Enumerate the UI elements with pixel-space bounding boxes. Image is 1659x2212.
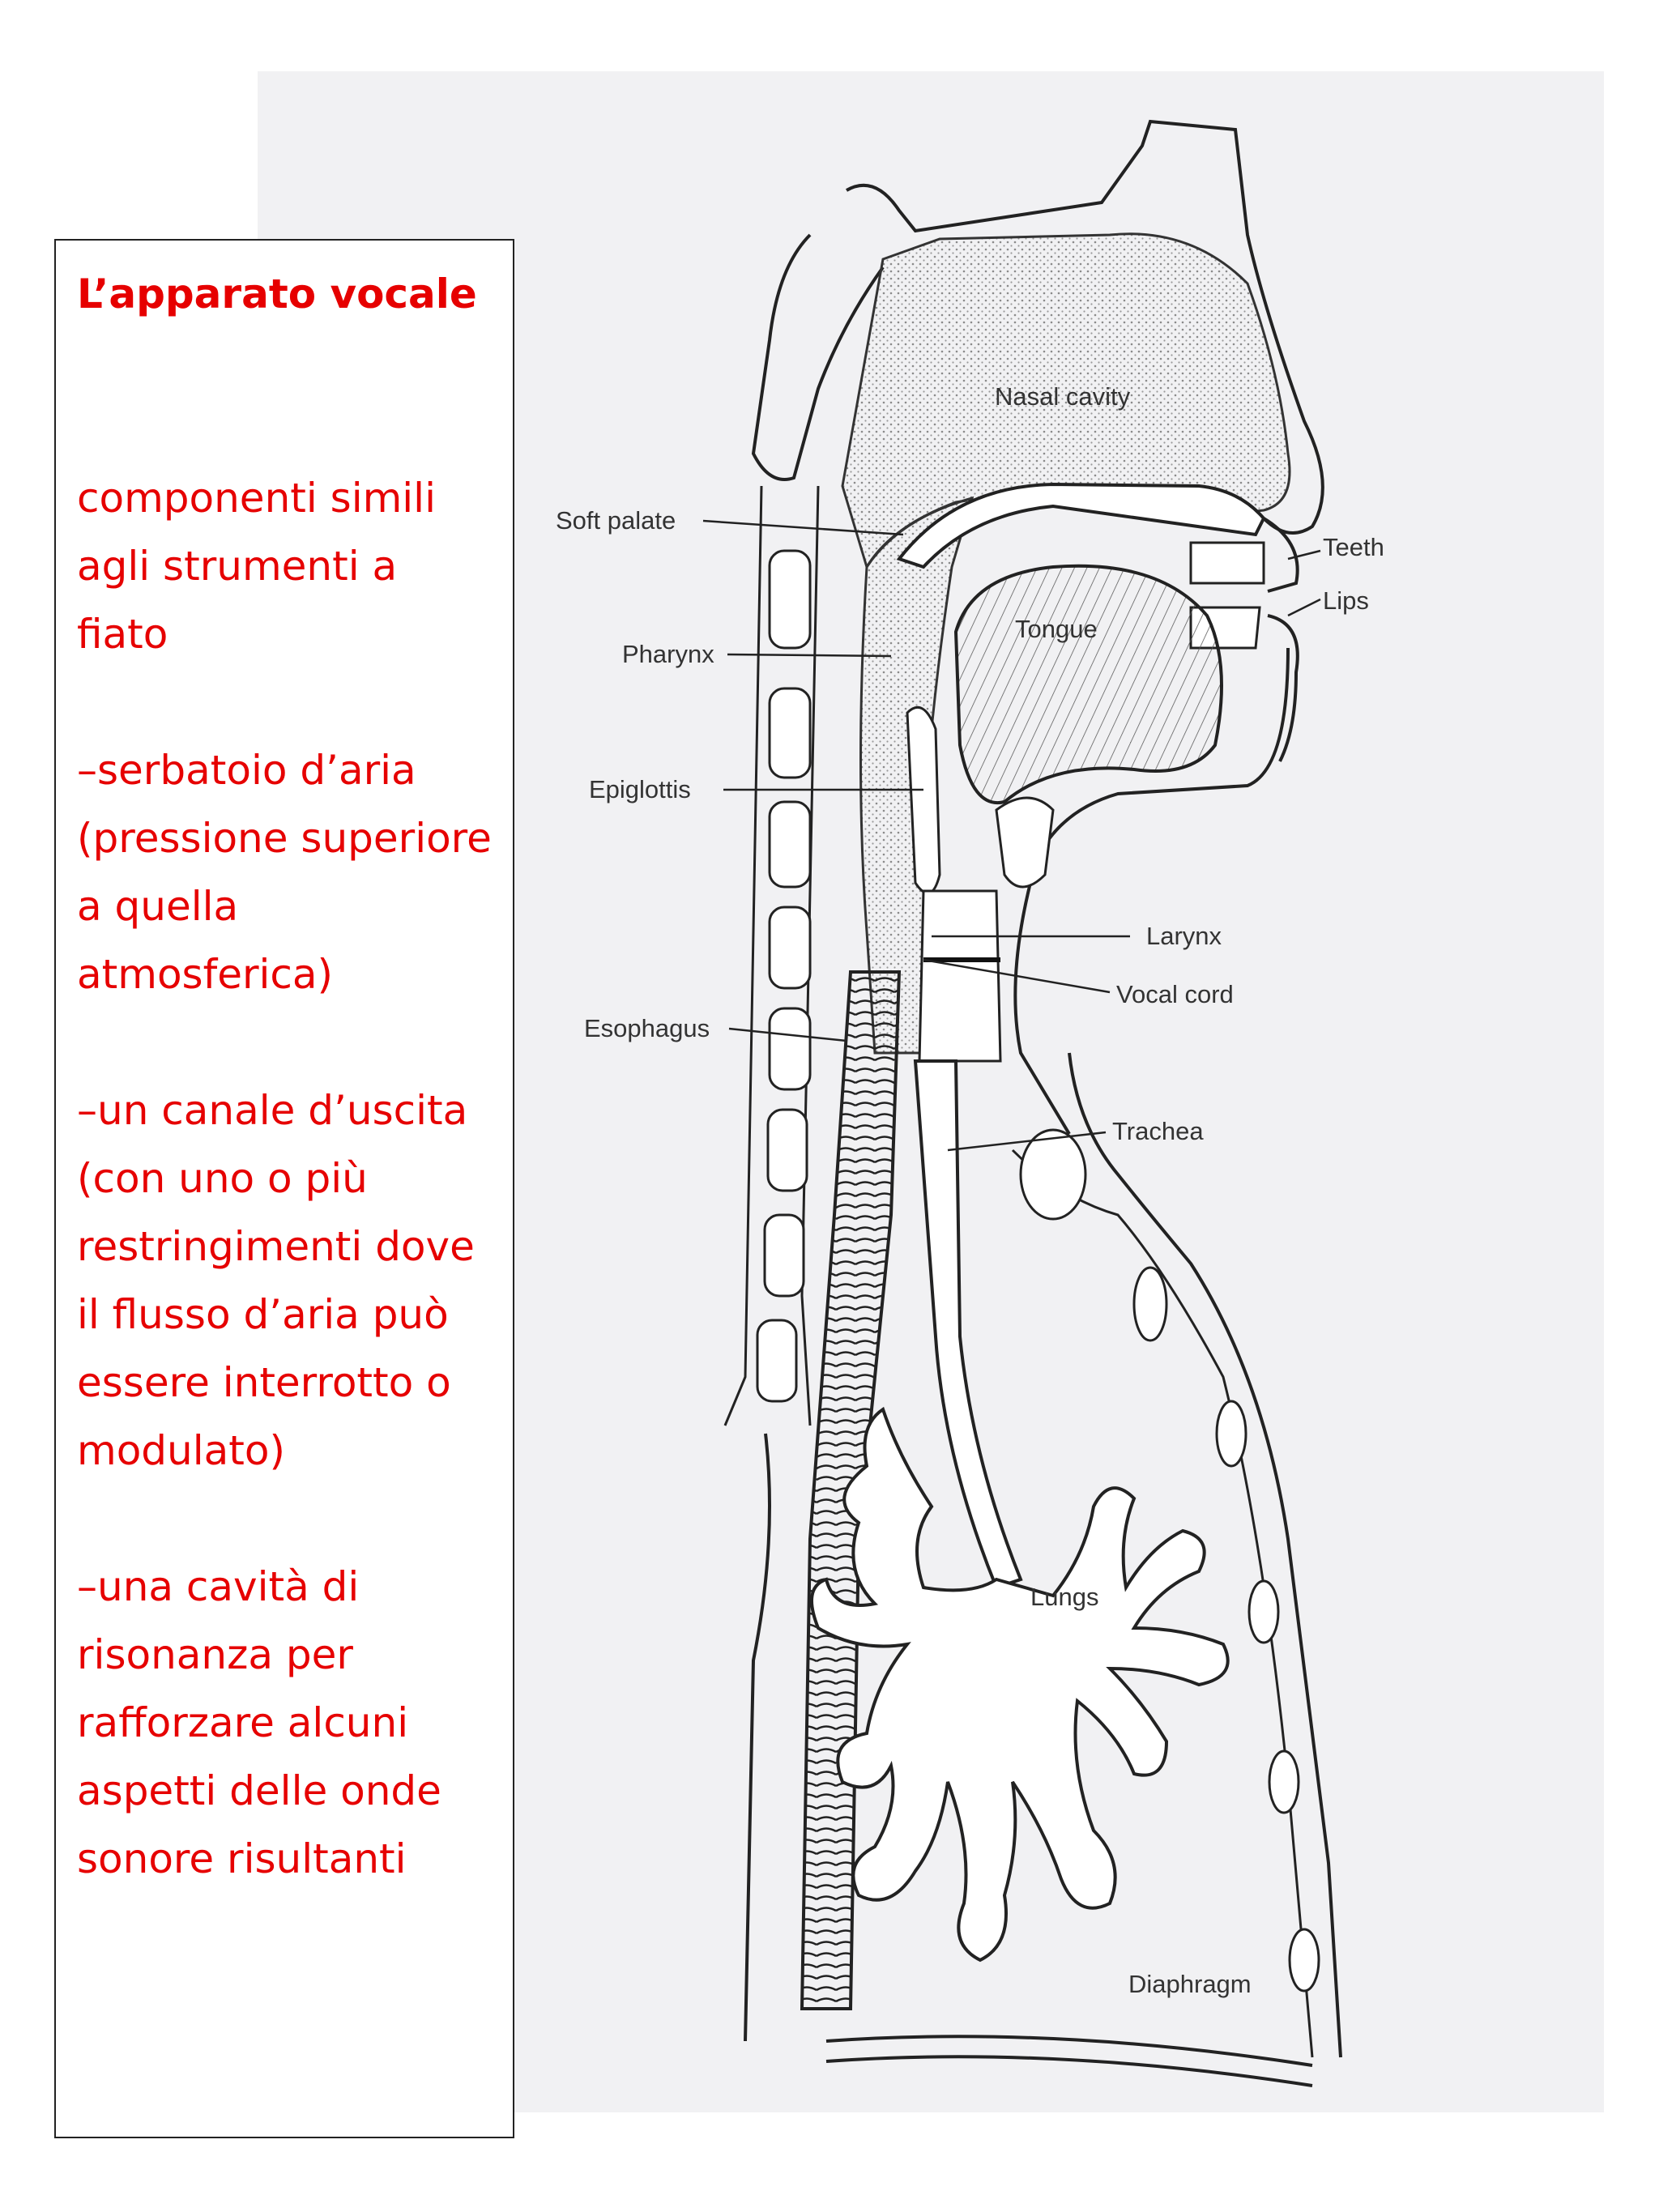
trachea	[913, 1059, 1023, 1590]
leader-lines	[702, 519, 1321, 1152]
label-nasal-cavity: Nasal cavity	[995, 382, 1131, 411]
tongue-area	[953, 564, 1223, 805]
spinal-column	[723, 485, 820, 1426]
back-outline	[744, 1433, 771, 2042]
label-lips: Lips	[1323, 586, 1369, 615]
label-larynx: Larynx	[1146, 922, 1222, 950]
skull-outline	[846, 119, 1324, 535]
label-teeth: Teeth	[1323, 533, 1384, 561]
paragraph-resonance-cavity: –una cavità di risonanza per rafforzare …	[77, 1563, 441, 1882]
title: L’apparato vocale	[77, 271, 477, 318]
ribs	[1019, 1128, 1320, 1993]
label-lungs: Lungs	[1030, 1583, 1098, 1611]
hyoid-bone	[995, 796, 1055, 889]
label-diaphragm: Diaphragm	[1128, 1970, 1252, 1998]
diaphragm	[825, 2035, 1313, 2087]
larynx	[918, 889, 1002, 1063]
label-vocal-cord: Vocal cord	[1116, 980, 1234, 1008]
spine-top	[751, 233, 885, 481]
paragraph-exit-channel: –un canale d’uscita (con uno o più restr…	[77, 1087, 475, 1474]
description-box: L’apparato vocale componenti simili agli…	[54, 239, 514, 2138]
lips	[1262, 517, 1299, 762]
paragraph-components: componenti simili agli strumenti a fiato	[77, 475, 436, 658]
label-pharynx: Pharynx	[622, 640, 714, 668]
label-trachea: Trachea	[1112, 1117, 1204, 1145]
front-outline	[1068, 1052, 1342, 2058]
jaw-outline	[1013, 647, 1290, 1136]
epiglottis	[906, 705, 941, 895]
lungs	[810, 1406, 1230, 1963]
label-epiglottis: Epiglottis	[589, 775, 691, 803]
palate	[896, 482, 1266, 569]
label-tongue: Tongue	[1015, 615, 1098, 643]
label-esophagus: Esophagus	[584, 1014, 710, 1042]
paragraph-air-reservoir: –serbatoio d’aria (pressione superiore a…	[77, 747, 492, 998]
label-soft-palate: Soft palate	[556, 506, 676, 535]
